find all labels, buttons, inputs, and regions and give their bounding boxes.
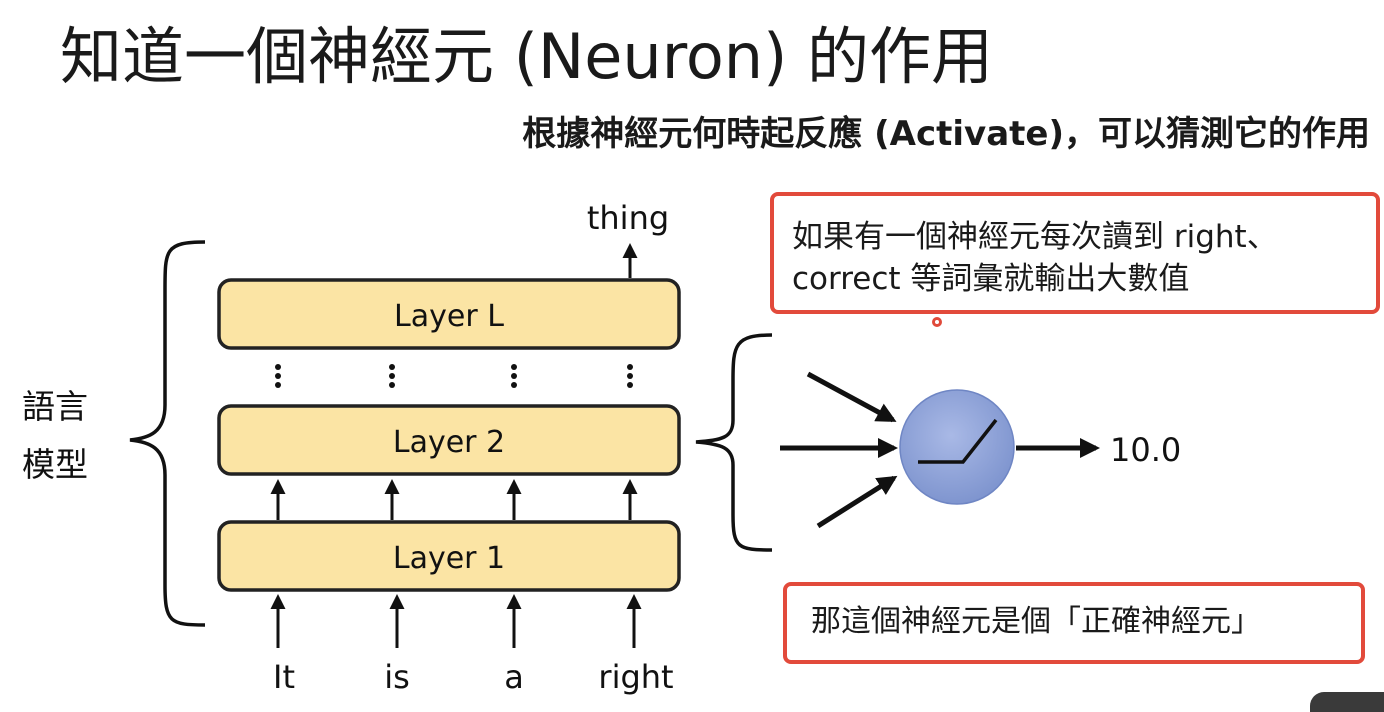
neuron-circle xyxy=(899,389,1015,505)
note-bottom-box: 那這個神經元是個「正確神經元」 xyxy=(783,582,1365,664)
layer-1-label: Layer 1 xyxy=(393,541,505,576)
input-arrows xyxy=(270,594,642,648)
ellipsis-dots xyxy=(275,364,633,388)
layer-2-label: Layer 2 xyxy=(393,425,505,460)
layer-2-box xyxy=(217,404,681,476)
token-a: a xyxy=(504,658,524,696)
page-subtitle: 根據神經元何時起反應 (Activate)，可以猜測它的作用 xyxy=(522,114,1370,154)
inter-layer-arrows xyxy=(270,479,638,520)
layer-1-box xyxy=(217,520,681,592)
token-is: is xyxy=(384,658,410,696)
note-top-line2: correct 等詞彙就輸出大數值 xyxy=(792,261,1190,297)
layer-l-box xyxy=(217,278,681,350)
pointer-dot xyxy=(932,317,942,327)
neuron-brace xyxy=(695,333,773,552)
note-bottom-text: 那這個神經元是個「正確神經元」 xyxy=(811,604,1261,639)
neuron-input-arrows xyxy=(780,371,898,529)
model-label-line1: 語言 xyxy=(22,387,88,426)
neuron-output-value: 10.0 xyxy=(1110,431,1181,469)
model-label-line2: 模型 xyxy=(22,445,88,484)
layer-l-label: Layer L xyxy=(394,299,504,334)
model-brace xyxy=(129,240,206,627)
note-top-line1: 如果有一個神經元每次讀到 right、 xyxy=(792,219,1278,255)
corner-tab[interactable] xyxy=(1310,692,1384,712)
output-token: thing xyxy=(587,199,669,237)
token-it: It xyxy=(273,658,295,696)
note-top-box: 如果有一個神經元每次讀到 right、 correct 等詞彙就輸出大數值 xyxy=(770,192,1380,314)
page-title: 知道一個神經元 (Neuron) 的作用 xyxy=(60,20,993,93)
relu-icon xyxy=(918,418,998,464)
token-right: right xyxy=(598,658,673,696)
